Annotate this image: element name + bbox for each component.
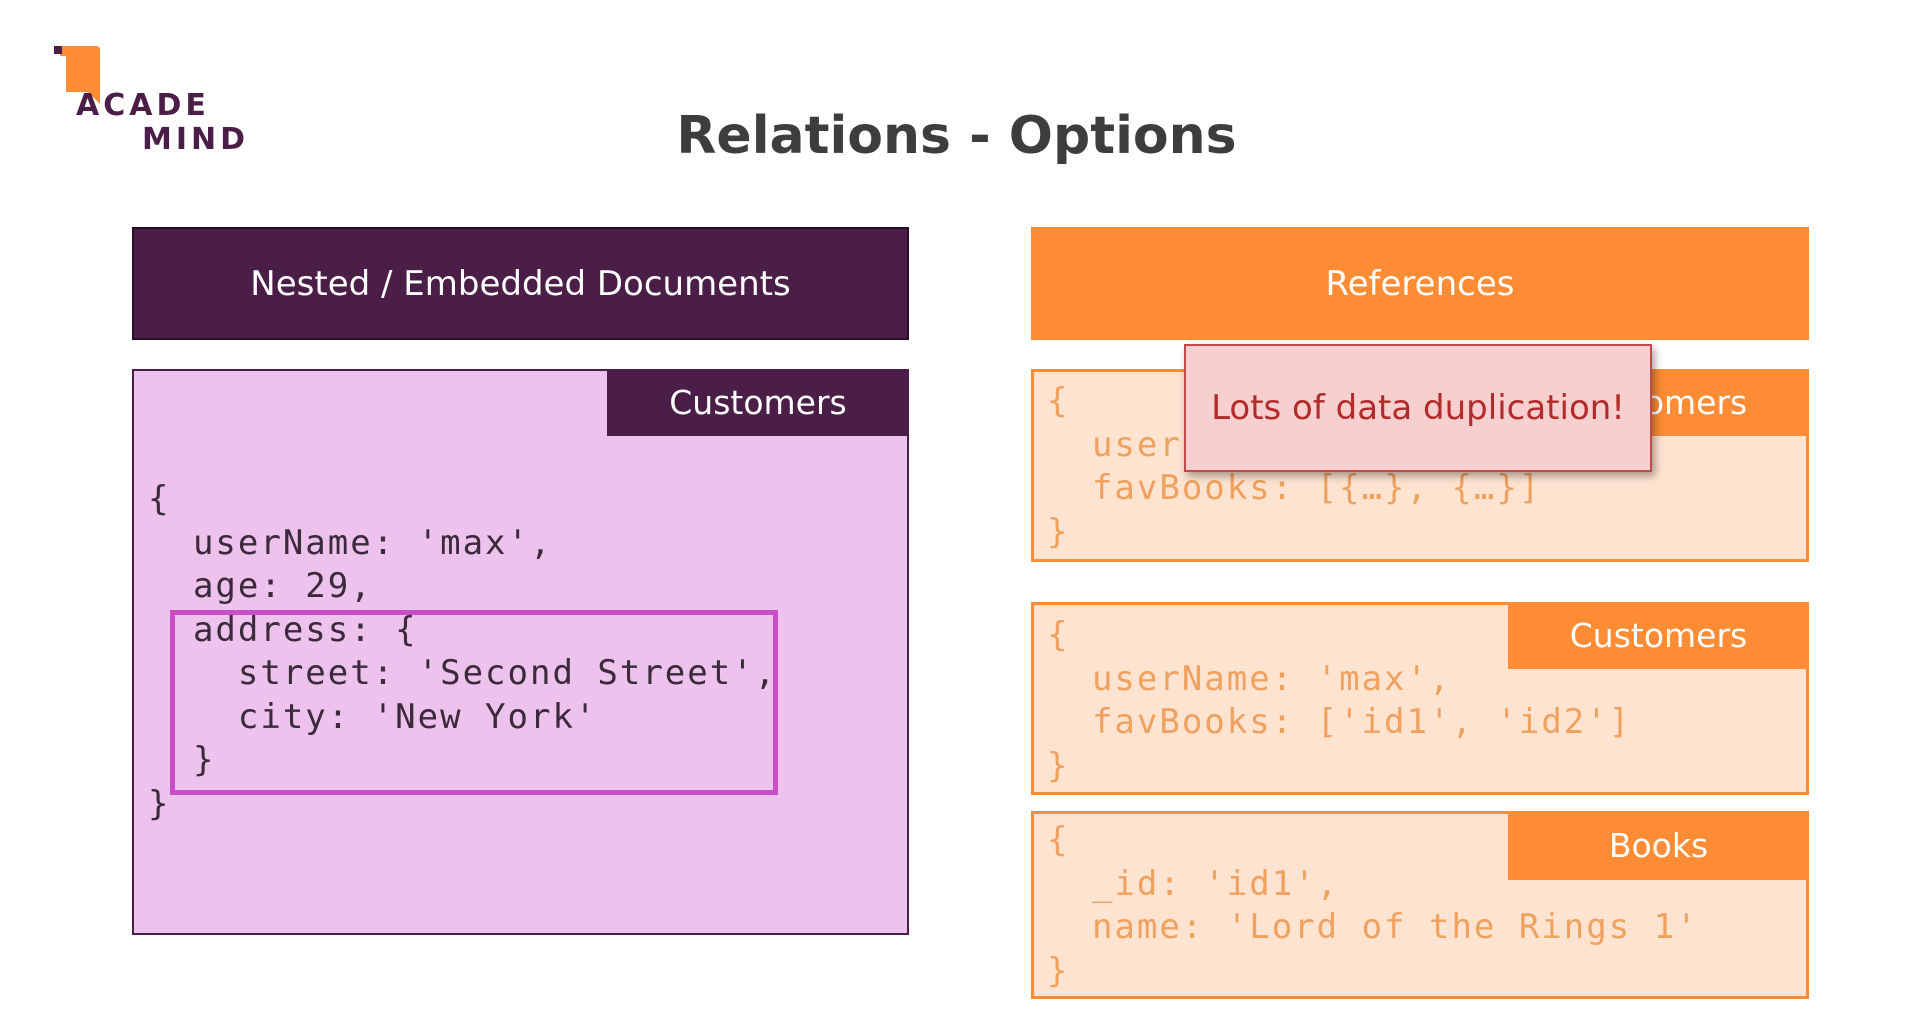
collection-tag-customers: Customers (1508, 602, 1809, 669)
reference-document-code: { _id: 'id1', name: 'Lord of the Rings 1… (1047, 820, 1699, 991)
embedded-document-card (132, 369, 909, 935)
logo-text-line1: ACADE (76, 88, 210, 123)
collection-tag-books: Books (1508, 811, 1809, 880)
bookmark-icon (54, 46, 100, 104)
page-title: Relations - Options (676, 106, 1237, 166)
embedded-documents-header: Nested / Embedded Documents (132, 227, 909, 340)
collection-tag-customers: Customers (607, 369, 909, 436)
academind-logo: ACADE MIND (52, 46, 252, 157)
embedded-document-code: { userName: 'max', age: 29, address: { s… (148, 479, 778, 824)
reference-document-code: { userName: 'max', favBooks: ['id1', 'id… (1047, 615, 1632, 786)
references-header: References (1031, 227, 1809, 340)
address-highlight-box (170, 610, 778, 795)
data-duplication-callout: Lots of data duplication! (1184, 344, 1652, 472)
logo-text-line2: MIND (142, 122, 250, 157)
